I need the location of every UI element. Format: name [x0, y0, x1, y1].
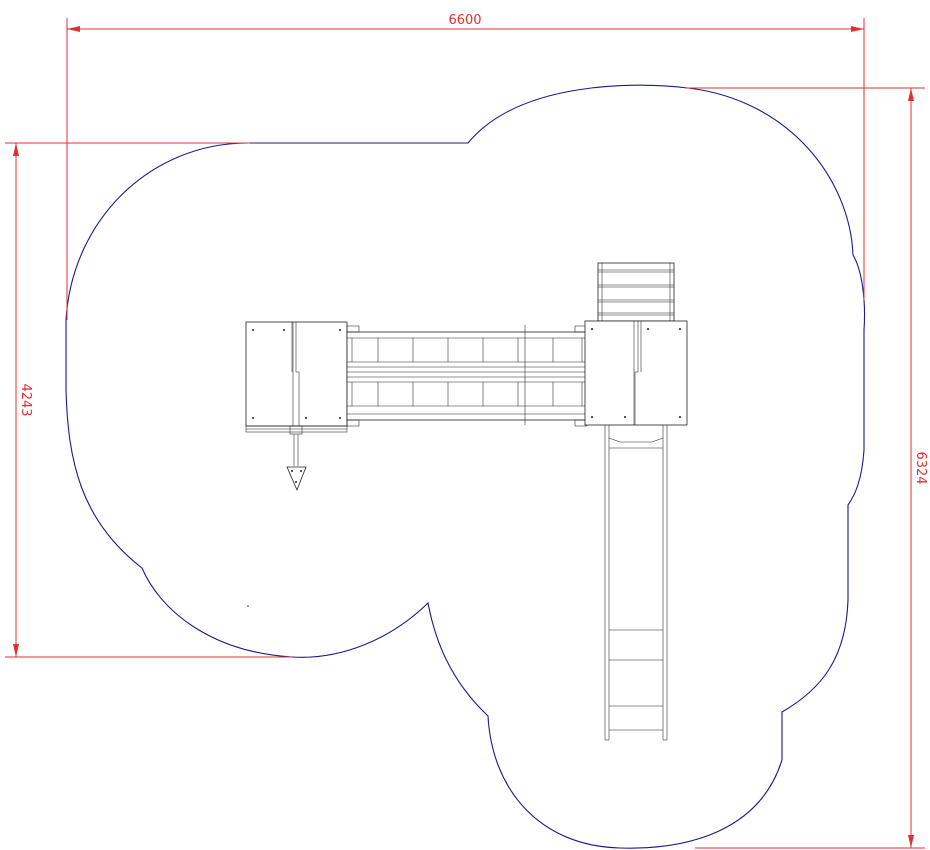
- support-post: [286, 425, 307, 492]
- right-platform: [584, 320, 688, 426]
- dimension-right-height: [685, 87, 925, 849]
- slide: [604, 425, 668, 741]
- width-dimension-label: 6600: [448, 13, 481, 28]
- dimension-width: [66, 18, 865, 320]
- safety-zone-outline: [65, 84, 866, 849]
- dimension-left-height: [5, 142, 292, 658]
- left-height-dimension-label: 4243: [18, 383, 33, 416]
- drawing-mark: [247, 605, 249, 607]
- left-platform: [245, 321, 348, 433]
- bridge: [346, 325, 588, 427]
- ladder: [597, 262, 675, 322]
- right-height-dimension-label: 6324: [913, 451, 928, 484]
